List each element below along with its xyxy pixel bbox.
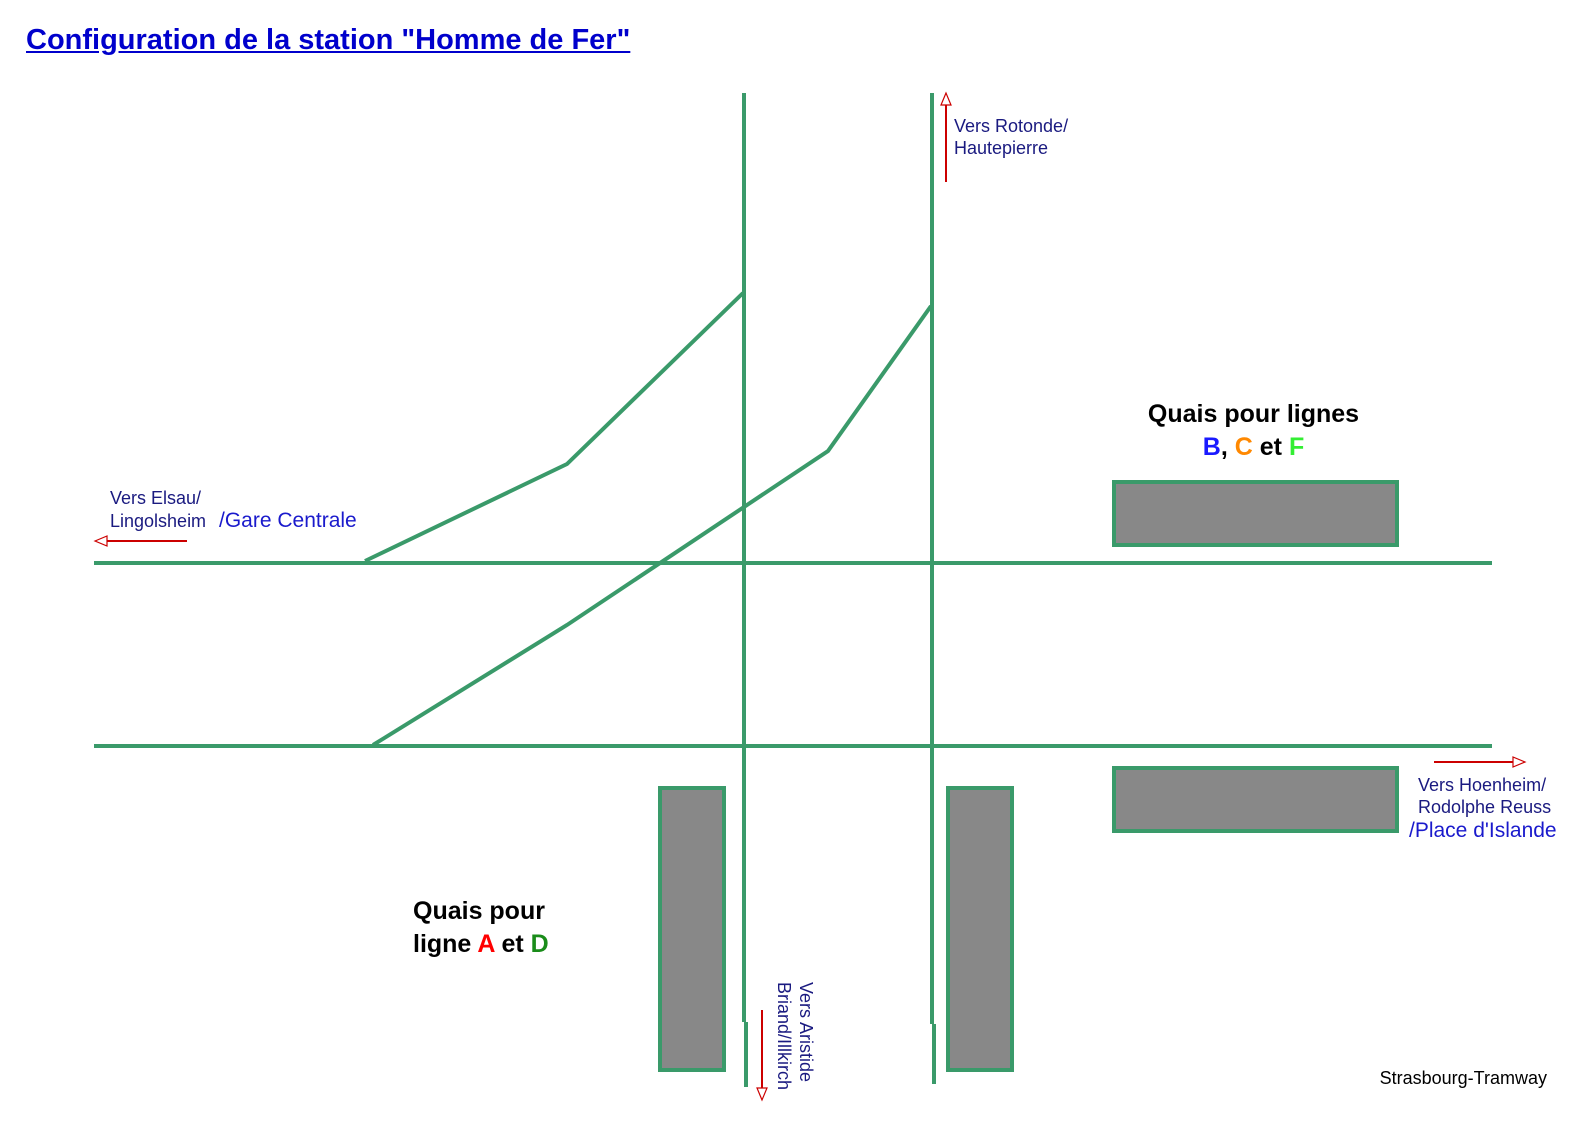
direction-hoenheim-line3: /Place d'Islande — [1409, 819, 1557, 842]
page-title: Configuration de la station "Homme de Fe… — [26, 24, 631, 56]
direction-rotonde-line1: Vers Rotonde/ — [954, 116, 1069, 136]
platform-ad-conjunction: et — [494, 930, 531, 958]
direction-aristide-line1: Vers Aristide — [796, 982, 816, 1083]
arrow-left-icon — [93, 535, 187, 547]
platform-bcf-prefix: Quais pour lignes — [1147, 400, 1360, 428]
arrow-down-icon — [756, 1010, 768, 1102]
platform-label-bcf: Quais pour lignes B, C et F — [1136, 398, 1371, 464]
direction-elsau-line3: /Gare Centrale — [219, 509, 357, 532]
credit-text: Strasbourg-Tramway — [1379, 1068, 1547, 1088]
track-connector-lower — [371, 304, 933, 747]
platform-bcf-lines: B, C et F — [1136, 431, 1371, 464]
direction-label-aristide: Vers Aristide Briand/Illkirch — [773, 982, 817, 1090]
track-connector-upper — [364, 291, 745, 563]
direction-elsau-line2: Lingolsheim — [110, 511, 207, 531]
platform-ad-prefix: Quais pour — [413, 897, 545, 925]
line-badge-a: A — [477, 930, 495, 958]
platform-ad-ligne: ligne — [413, 930, 478, 958]
direction-hoenheim-line2: Rodolphe Reuss — [1418, 797, 1552, 817]
direction-rotonde-line2: Hautepierre — [954, 138, 1049, 158]
platform-bcf-conjunction: et — [1252, 433, 1289, 461]
line-badge-b: B — [1202, 433, 1221, 461]
platform-bcf-south — [1112, 766, 1399, 833]
arrow-right-icon — [1434, 756, 1527, 768]
platform-ad-lines: ligne A et D — [413, 928, 549, 961]
platform-bcf-separator: , — [1220, 433, 1235, 461]
direction-label-rotonde: Vers Rotonde/ Hautepierre — [954, 115, 1068, 159]
platform-label-ad: Quais pour ligne A et D — [413, 895, 549, 961]
line-badge-d: D — [530, 930, 549, 958]
line-badge-f: F — [1288, 433, 1305, 461]
platform-ad-west — [658, 786, 726, 1072]
platform-bcf-north — [1112, 480, 1399, 547]
direction-aristide-line2: Briand/Illkirch — [774, 982, 794, 1091]
platform-ad-east — [946, 786, 1014, 1072]
line-badge-c: C — [1234, 433, 1253, 461]
direction-elsau-line1: Vers Elsau/ — [110, 488, 202, 508]
direction-hoenheim-line1: Vers Hoenheim/ — [1418, 775, 1547, 795]
arrow-up-icon — [940, 91, 952, 182]
